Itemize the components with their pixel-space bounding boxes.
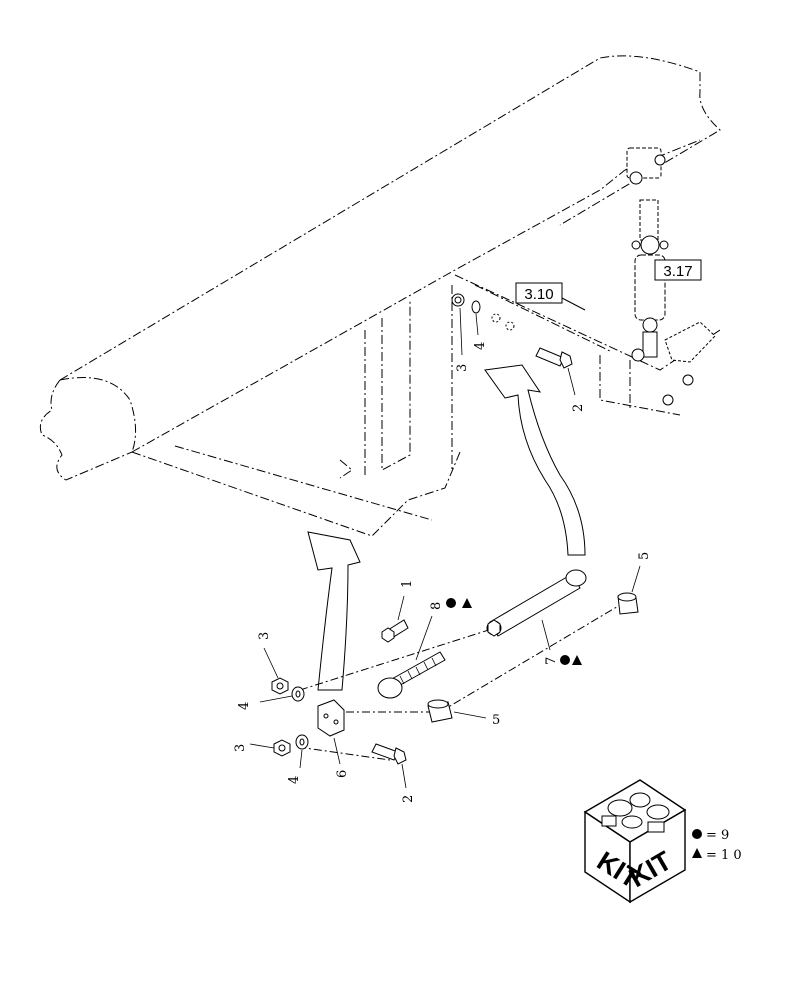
legend-triangle-icon: [692, 848, 702, 858]
kit-symbols-7: [560, 655, 582, 665]
bolt-2-lower: [371, 743, 407, 765]
callout-5-right: 5: [637, 552, 652, 560]
bushing-mid: [427, 699, 453, 723]
callout-3-left: 3: [257, 632, 272, 640]
callouts: 3 4 2 1 8 5 7 5 3 4 3 4 6 2: [233, 342, 652, 803]
kit-box: KIT KIT: [583, 779, 687, 904]
center-lines: [297, 604, 621, 761]
kit-triangle-icon: [462, 598, 472, 608]
nut-left: [271, 677, 289, 695]
kit-triangle-icon: [572, 655, 582, 665]
kit-circle-icon: [560, 655, 570, 665]
legend-circle-text: = 9: [706, 828, 729, 843]
kit-circle-icon: [446, 598, 456, 608]
callout-2-upper: 2: [571, 404, 586, 412]
bolt-2-upper: [535, 347, 573, 369]
assembly-arrow-right: [484, 364, 586, 556]
frame-fasteners: [451, 293, 515, 331]
callout-2-lower: 2: [401, 795, 416, 803]
callout-4-lower: 4: [287, 776, 302, 784]
bracket: [317, 699, 345, 737]
callout-3-upper: 3: [455, 364, 470, 372]
legend-circle-icon: [692, 829, 702, 839]
frame-beam: [39, 55, 721, 537]
callout-8: 8: [429, 602, 444, 610]
kit-fittings: [601, 792, 670, 833]
callout-1: 1: [400, 580, 415, 588]
callout-4-upper: 4: [473, 342, 488, 350]
assembly-arrow-left: [307, 531, 361, 691]
callout-6: 6: [335, 770, 350, 778]
legend-triangle-text: = 1 0: [706, 848, 742, 863]
reference-box-3-10[interactable]: 3.10: [515, 282, 563, 304]
link-rod: [486, 569, 587, 637]
reference-3-17-label: 3.17: [663, 263, 692, 280]
leader-lines: [249, 307, 641, 789]
bolt-1: [381, 619, 409, 643]
kit-symbols-8: [446, 598, 472, 608]
callout-7: 7: [544, 657, 559, 665]
callout-4-left: 4: [237, 702, 252, 710]
bushing-right: [617, 592, 639, 615]
callout-5-mid: 5: [492, 713, 500, 728]
reference-box-3-17[interactable]: 3.17: [654, 259, 702, 281]
kit-legend: = 9 = 1 0: [692, 828, 742, 863]
washer-lower: [295, 734, 309, 750]
threaded-rod: [377, 651, 446, 699]
callout-3-lower: 3: [233, 744, 248, 752]
reference-3-10-label: 3.10: [524, 286, 553, 303]
nut-lower: [273, 739, 291, 757]
washer-left: [291, 686, 305, 702]
